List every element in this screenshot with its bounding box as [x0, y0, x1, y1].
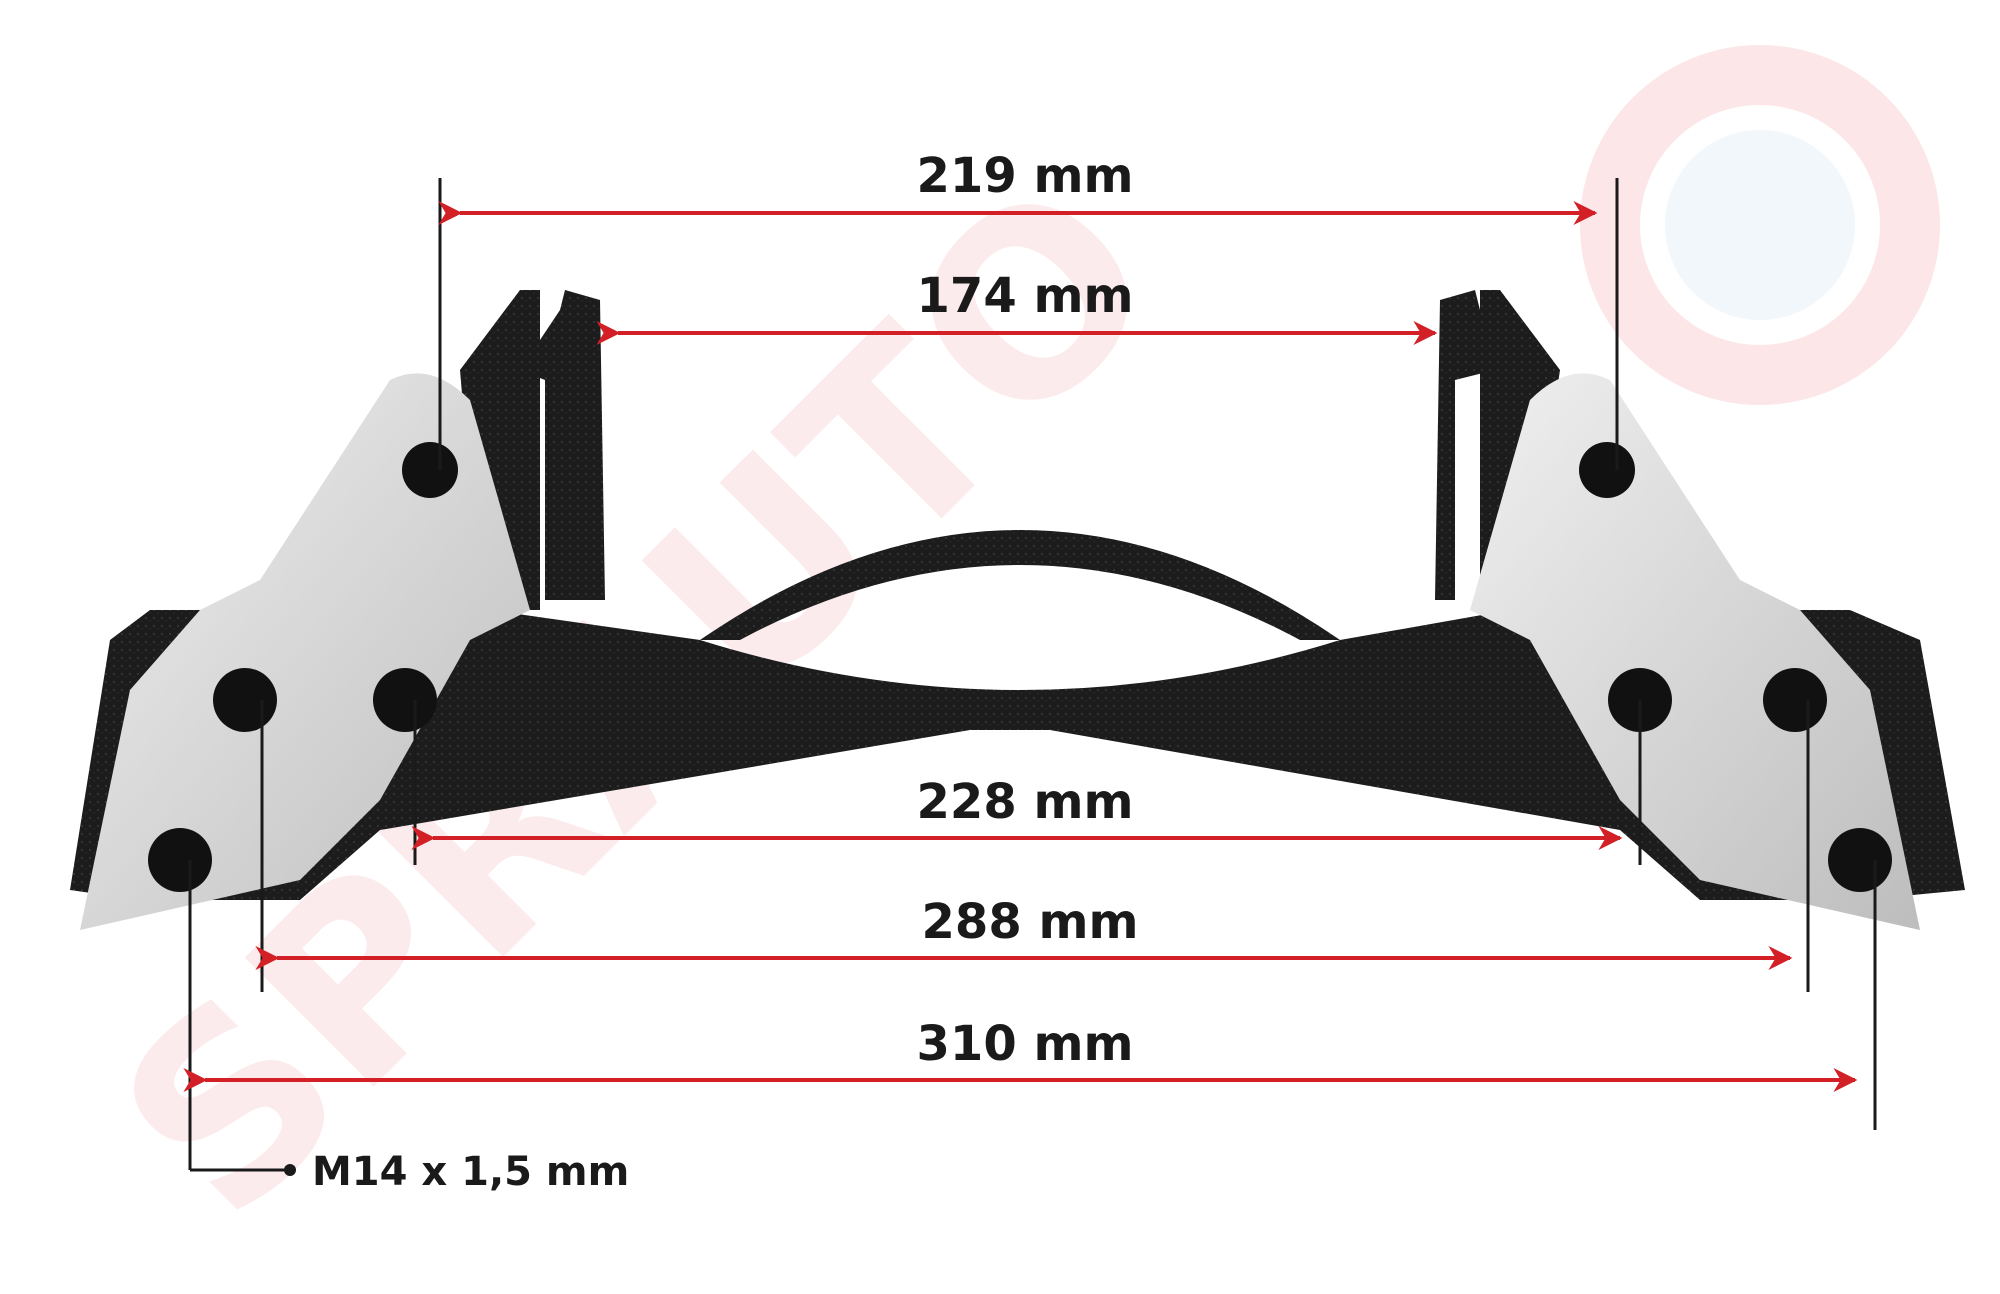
right-outer-lower-hole — [1828, 828, 1892, 892]
left-inner-upper-hole — [373, 668, 437, 732]
label-174: 174 mm — [917, 268, 1134, 324]
watermark-globe-icon — [1665, 130, 1855, 320]
left-guide-plate — [520, 290, 605, 600]
left-pin-hole — [402, 442, 458, 498]
label-228: 228 mm — [917, 774, 1134, 830]
thread-spec-label: M14 x 1,5 mm — [312, 1149, 629, 1195]
label-219: 219 mm — [917, 148, 1134, 204]
extension-lines — [188, 178, 1877, 1172]
right-pin-hole — [1579, 442, 1635, 498]
left-machined-face — [80, 373, 530, 930]
watermark-logo-ring — [1580, 45, 1940, 405]
left-outer-lower-hole — [148, 828, 212, 892]
label-310: 310 mm — [917, 1016, 1134, 1072]
dimension-arrows — [183, 201, 1858, 1092]
main-beam — [70, 610, 1965, 900]
bridge-arch — [700, 530, 1340, 640]
caliper-carrier — [70, 290, 1965, 930]
leader-dot — [284, 1164, 296, 1176]
left-outer-upper-hole — [213, 668, 277, 732]
dimension-labels: 219 mm 174 mm 228 mm 288 mm 310 mm M14 x… — [312, 148, 1138, 1195]
label-288: 288 mm — [922, 894, 1139, 950]
right-outer-upper-hole — [1763, 668, 1827, 732]
